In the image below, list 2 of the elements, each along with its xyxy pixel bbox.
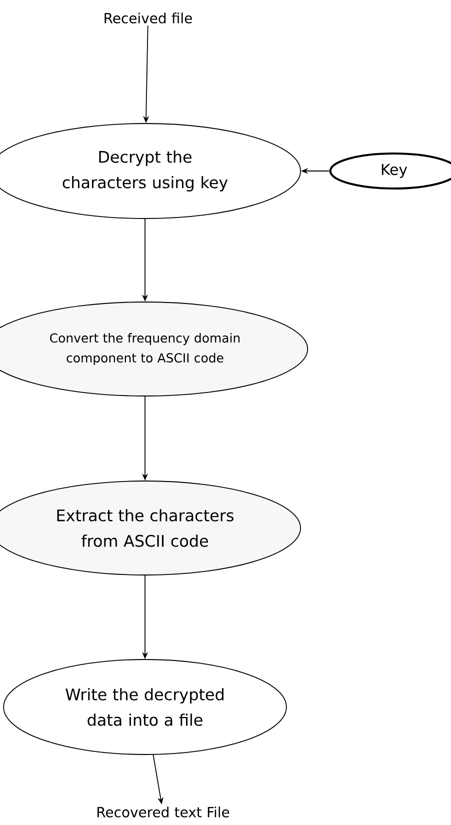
terminal-label: Recovered text File	[98, 806, 230, 818]
terminal-label: Received file	[104, 12, 192, 24]
